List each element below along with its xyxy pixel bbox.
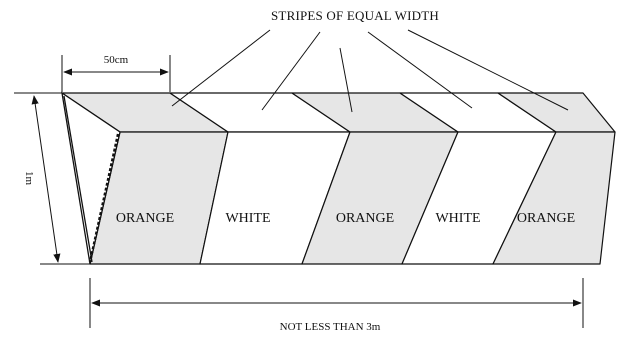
stripe-front-faces [89, 131, 616, 265]
length-label: NOT LESS THAN 3m [280, 321, 381, 333]
stripe-width-label: 50cm [104, 54, 129, 66]
leader-lines [171, 29, 569, 113]
end-face-edge [63, 95, 93, 263]
leader-line [261, 31, 321, 111]
leader-line [171, 29, 271, 107]
leader-line [339, 47, 353, 113]
stripe-front-face [492, 131, 616, 265]
stripe-label: ORANGE [116, 211, 174, 226]
dimension-arrow [31, 95, 61, 263]
height-label: 1m [23, 171, 35, 186]
leader-line [367, 31, 473, 109]
stripe-label: WHITE [435, 211, 480, 226]
end-face-edge-thick [88, 133, 120, 263]
stripe-label: ORANGE [336, 211, 394, 226]
stripe-label: ORANGE [517, 211, 575, 226]
length-dimension [89, 278, 584, 328]
diagram-title: STRIPES OF EQUAL WIDTH [271, 8, 439, 23]
stripe-top-faces [61, 92, 616, 133]
stripe-width-dimension [61, 55, 171, 92]
leader-line [407, 29, 569, 111]
height-dimension [14, 92, 90, 265]
stripe-label: WHITE [225, 211, 270, 226]
